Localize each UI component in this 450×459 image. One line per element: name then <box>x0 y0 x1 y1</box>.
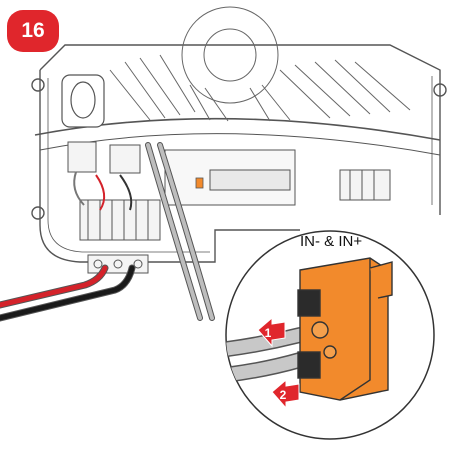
orange-jumper <box>195 177 204 189</box>
marker-1-label: 1 <box>265 326 272 340</box>
internal-wires <box>73 171 133 211</box>
fan-assembly <box>109 6 411 122</box>
terminal-connector <box>297 257 393 401</box>
cable-gland <box>61 74 105 128</box>
terminal-blocks <box>67 141 391 274</box>
arrow-right-icon: 1 <box>257 316 286 348</box>
signal-cables <box>145 142 215 321</box>
marker-2-label: 2 <box>280 388 287 402</box>
arrow-right-icon: 2 <box>271 378 300 410</box>
zoom-circle <box>225 230 435 440</box>
step-number-badge: 16 <box>7 10 59 52</box>
dc-cables <box>0 264 136 322</box>
connector-label: IN- & IN+ <box>300 233 363 250</box>
